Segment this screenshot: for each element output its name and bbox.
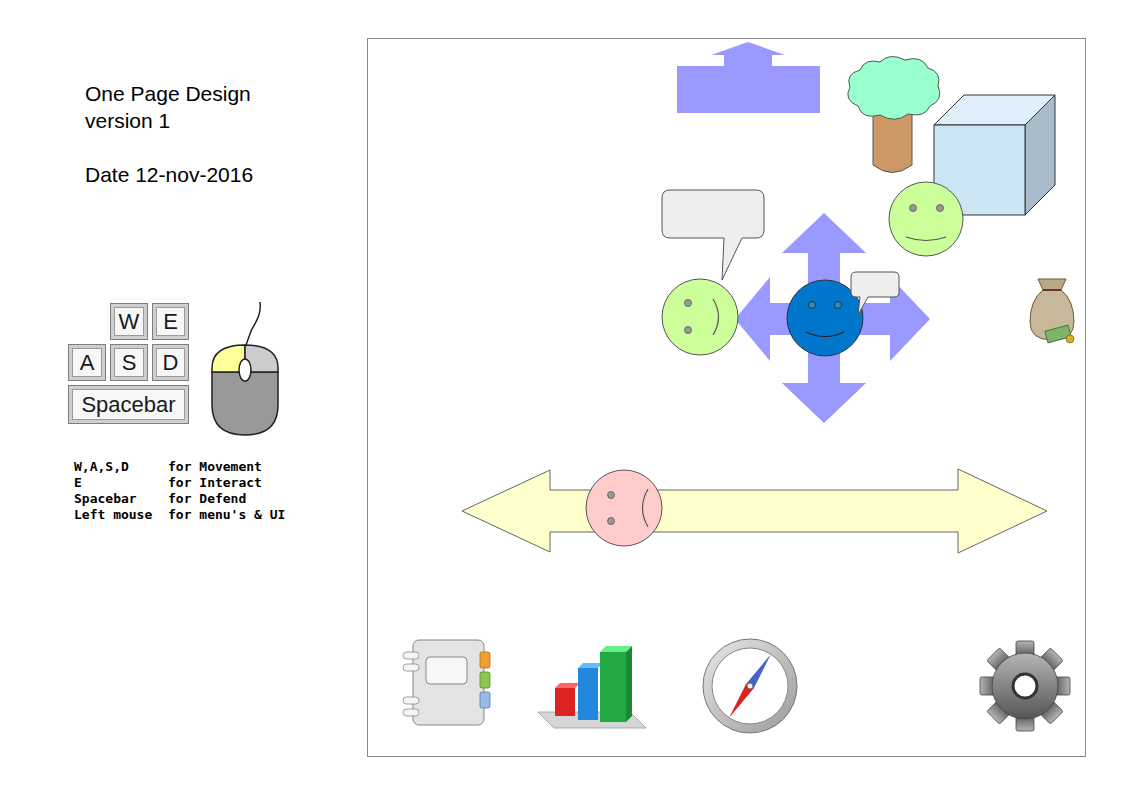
journal-icon	[480, 652, 490, 668]
control-action: for Interact	[168, 475, 262, 491]
stats-icon	[578, 663, 603, 668]
journal-icon	[403, 697, 419, 704]
key-label: W	[119, 309, 140, 335]
npc-smiley	[889, 182, 963, 256]
money-bag-icon	[1066, 335, 1074, 343]
control-key: Left mouse	[74, 507, 152, 523]
journal-icon	[480, 672, 490, 688]
map-icon	[747, 683, 753, 689]
control-action: for Movement	[168, 459, 262, 475]
version-note: version 1	[85, 108, 170, 133]
settings-icon	[1013, 674, 1037, 698]
control-key: Spacebar	[74, 491, 137, 507]
map-icon	[703, 639, 797, 733]
journal-icon	[403, 709, 419, 716]
npc-smiley	[685, 300, 692, 307]
control-key: W,A,S,D	[74, 459, 129, 475]
exit-arrow	[677, 42, 820, 113]
npc-smiley	[685, 327, 692, 334]
player-smiley	[806, 332, 844, 337]
npc-smiley	[910, 205, 917, 212]
money-bag-icon	[1030, 279, 1074, 343]
settings-icon	[980, 641, 1070, 731]
npc-smiley	[713, 299, 719, 335]
speech-bubble	[662, 190, 764, 280]
journal-icon	[480, 692, 490, 708]
game-frame	[368, 39, 1086, 757]
tree-icon	[848, 56, 940, 119]
stats-icon	[578, 668, 598, 720]
keyboard-key: D	[152, 344, 189, 381]
journal-icon	[426, 657, 467, 684]
mouse-icon	[239, 359, 251, 381]
journal-icon	[413, 640, 484, 725]
npc-smiley	[937, 205, 944, 212]
npc-smiley	[889, 182, 963, 256]
move-arrows	[735, 213, 930, 423]
map-icon	[746, 654, 771, 688]
journal-icon	[403, 652, 419, 659]
keyboard-key: Spacebar	[68, 385, 189, 424]
mouse-icon	[245, 302, 260, 348]
settings-icon	[980, 641, 1070, 731]
date-note: Date 12-nov-2016	[85, 162, 253, 187]
stats-icon	[555, 688, 575, 716]
player-smiley	[835, 302, 842, 309]
keyboard-key: W	[110, 303, 148, 340]
key-label: S	[122, 350, 137, 376]
money-bag-icon	[1038, 279, 1066, 290]
key-label: Spacebar	[81, 392, 175, 418]
stats-icon	[600, 652, 626, 722]
map-icon	[703, 639, 797, 733]
journal-icon	[403, 640, 490, 725]
key-label: D	[163, 350, 179, 376]
mouse-icon	[212, 302, 278, 435]
journal-icon	[403, 664, 419, 671]
enemy-smiley	[586, 470, 662, 546]
keyboard-key: A	[68, 344, 106, 381]
page-title: One Page Design	[85, 81, 251, 107]
control-action: for menu's & UI	[168, 507, 285, 523]
npc-smiley	[906, 237, 946, 241]
npc-smiley	[662, 279, 738, 355]
enemy-smiley	[586, 470, 662, 546]
control-action: for Defend	[168, 491, 246, 507]
enemy-smiley	[643, 489, 649, 527]
player-smiley	[809, 302, 816, 309]
keyboard-key: S	[110, 344, 148, 381]
tree-icon	[848, 56, 940, 172]
enemy-smiley	[608, 518, 615, 525]
enemy-smiley	[608, 492, 615, 499]
patrol-arrow	[462, 469, 1047, 553]
keyboard-key: E	[152, 303, 189, 340]
key-label: A	[80, 350, 95, 376]
money-bag-icon	[1043, 289, 1061, 291]
speech-bubble	[851, 272, 899, 315]
stats-icon	[538, 646, 646, 728]
map-icon	[729, 684, 754, 718]
control-key: E	[74, 475, 82, 491]
map-icon	[712, 648, 788, 724]
npc-smiley	[662, 279, 738, 355]
cube-icon	[1025, 95, 1055, 215]
stats-icon	[626, 646, 632, 722]
stats-icon	[555, 683, 580, 688]
settings-icon	[992, 653, 1058, 719]
key-label: E	[163, 309, 178, 335]
